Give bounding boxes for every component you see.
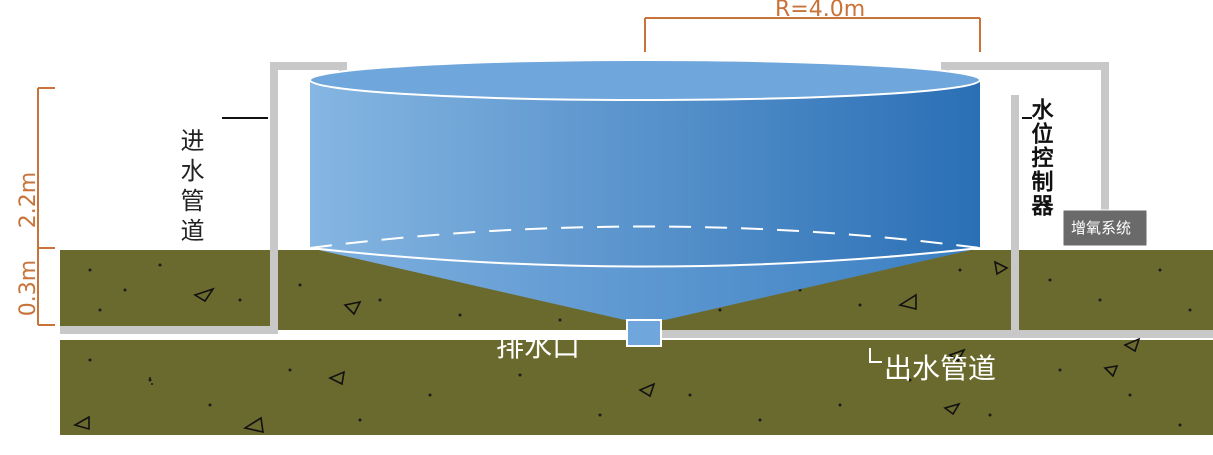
drain-outlet-label: 排水口 <box>496 330 580 363</box>
aeration-box <box>1062 209 1148 247</box>
drain-outlet-block <box>626 319 662 347</box>
outlet-pipe <box>660 95 1213 338</box>
soil-speckles <box>88 263 1192 427</box>
outlet-pipe-label: 出水管道 <box>884 352 996 385</box>
tank-cylinder <box>310 80 980 267</box>
radius-dimension <box>644 17 981 52</box>
tank-height-label: 2.2m <box>16 172 41 228</box>
aeration-label: 增氧系统 <box>1071 219 1131 237</box>
outlet-leader <box>869 348 882 363</box>
inlet-pipe-label: 进水管道 <box>176 128 204 248</box>
level-controller-label: 水位控制器 <box>1028 98 1055 218</box>
soil-triangles <box>72 260 1141 434</box>
tank-rim <box>309 247 981 268</box>
tank-dashed-line <box>309 225 981 249</box>
height-dimension <box>37 87 55 326</box>
tank-top <box>309 59 981 101</box>
radius-label: R=4.0m <box>775 0 865 22</box>
depth-label: 0.3m <box>16 260 41 316</box>
soil-lower <box>60 340 1213 435</box>
tank-cone <box>310 248 980 320</box>
